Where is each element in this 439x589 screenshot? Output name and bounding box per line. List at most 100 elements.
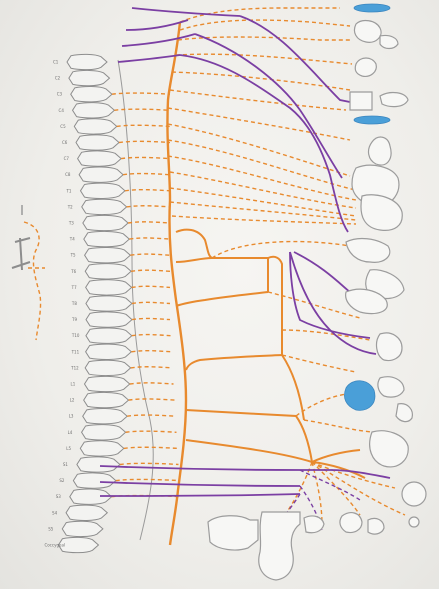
vertebral-column <box>58 54 132 552</box>
segment-label: C5 <box>60 124 66 129</box>
ramus-c5 <box>117 125 170 126</box>
vertebra-t3 <box>83 215 128 230</box>
segment-label: T6 <box>70 269 76 274</box>
vertebra-s2 <box>73 473 115 488</box>
segment-label: S1 <box>63 462 69 467</box>
segment-label: S4 <box>52 510 58 515</box>
segment-label: T7 <box>71 285 77 290</box>
ramus-t2 <box>127 206 170 207</box>
body-orientation-figure <box>12 205 45 340</box>
ramus-c7 <box>121 157 170 158</box>
segment-label: S5 <box>48 526 54 531</box>
mucosa-highlight <box>354 116 390 124</box>
larynx-icon <box>369 137 392 165</box>
ramus-t7 <box>132 286 170 287</box>
vertebra-t12 <box>85 360 130 375</box>
prevertebral-ganglia <box>176 230 365 478</box>
rectum-icon <box>340 513 362 533</box>
vertebra-c3 <box>71 87 112 102</box>
eye-lacrimal-highlight <box>354 4 390 12</box>
vertebra-c8 <box>79 167 123 182</box>
vertebra-t11 <box>86 344 132 359</box>
ramus-t9 <box>132 318 170 319</box>
segment-label: T8 <box>71 301 77 306</box>
vertebra-c1 <box>67 54 107 69</box>
ramus-c6 <box>119 141 170 142</box>
segment-label: L3 <box>69 414 74 419</box>
ramus-t5 <box>130 254 170 255</box>
vertebra-t7 <box>86 280 132 295</box>
ramus-t6 <box>131 270 170 271</box>
sympathetic-trunk <box>167 22 186 545</box>
uterus-icon <box>259 512 300 580</box>
segment-label: T12 <box>70 365 79 370</box>
segment-label: T5 <box>70 253 76 258</box>
vertebra-t5 <box>85 248 131 263</box>
ureter-icon <box>396 404 412 422</box>
vertebra-l4 <box>82 425 126 440</box>
segment-label: C4 <box>59 108 65 113</box>
segment-label: C2 <box>55 76 61 81</box>
ramus-c3 <box>112 93 170 94</box>
external-genitalia-icon <box>304 516 324 533</box>
vertebra-t6 <box>85 264 131 279</box>
vertebra-c7 <box>78 151 122 166</box>
segment-label: S3 <box>56 494 62 499</box>
segment-labels: C1C2C3C4C5C6C7C8T1T2T3T4T5T6T7T8T9T10T11… <box>44 60 79 548</box>
vertebra-t1 <box>80 183 124 198</box>
vertebra-t2 <box>82 199 127 214</box>
vertebra-s4 <box>66 505 107 520</box>
vertebra-l1 <box>84 376 129 391</box>
lung-icon <box>361 195 402 231</box>
vertebra-s1 <box>77 457 120 472</box>
ramus-t4 <box>129 238 170 239</box>
ramus-l1 <box>130 383 174 384</box>
segment-label: T11 <box>71 349 80 354</box>
vertebra-l5 <box>80 441 124 456</box>
vertebra-t10 <box>86 328 132 343</box>
segment-label: L1 <box>70 382 75 387</box>
vertebra-t4 <box>84 231 129 246</box>
colon-icon <box>370 431 409 467</box>
ramus-l4 <box>126 431 177 432</box>
vertebra-c5 <box>74 119 116 134</box>
ramus-t3 <box>128 222 170 223</box>
salivary-gland-icon <box>355 58 376 76</box>
vertebra-c2 <box>69 70 110 85</box>
segment-label: T2 <box>67 204 73 209</box>
liver-icon <box>346 239 390 263</box>
segment-label: T1 <box>65 188 71 193</box>
ramus-t10 <box>132 335 171 336</box>
ramus-t1 <box>125 190 170 191</box>
kidney-icon <box>377 333 402 361</box>
gland-icon <box>380 35 398 48</box>
vertebra-c6 <box>76 135 119 150</box>
vertebra-l3 <box>83 409 127 424</box>
segment-label: Coccygeal <box>44 543 65 548</box>
eye-icon <box>354 21 381 43</box>
segment-label: L4 <box>68 430 73 435</box>
ramus-t12 <box>131 367 173 368</box>
prostate-icon <box>409 517 419 527</box>
vertebra-l2 <box>84 392 129 407</box>
vertebra-c4 <box>73 103 115 118</box>
vertebra-t8 <box>86 296 132 311</box>
seminal-vesicle-icon <box>368 518 384 534</box>
segment-label: T9 <box>71 317 77 322</box>
ramus-s2 <box>116 479 180 480</box>
small-intestine-icon <box>378 377 404 397</box>
segment-label: C8 <box>65 172 71 177</box>
segment-label: C1 <box>53 60 59 65</box>
segment-label: T3 <box>68 221 74 226</box>
ramus-c4 <box>114 109 170 110</box>
submandibular-gland-icon <box>380 93 408 107</box>
vertebra-t9 <box>86 312 132 327</box>
pelvic-organ-left-icon <box>208 516 258 550</box>
ramus-c8 <box>123 174 170 175</box>
parotid-gland-icon <box>350 92 372 110</box>
ramus-l2 <box>129 399 175 400</box>
ramus-s1 <box>120 463 179 464</box>
segment-label: L2 <box>70 398 75 403</box>
